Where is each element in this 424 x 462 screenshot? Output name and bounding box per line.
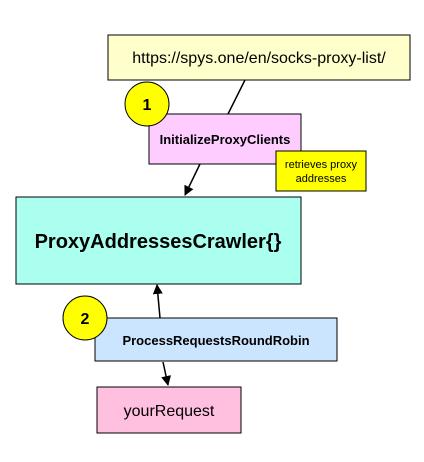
step-1-label: 1: [143, 97, 152, 114]
process-requests-round-robin-box: [94, 317, 338, 362]
step-2-label: 2: [81, 311, 90, 328]
your-request-node: yourRequest: [96, 386, 242, 434]
your-request-label: yourRequest: [124, 403, 215, 420]
proxy-addresses-crawler-node: ProxyAddressesCrawler{}: [15, 196, 302, 285]
url-node: https://spys.one/en/socks-proxy-list/: [107, 34, 411, 81]
url-label: https://spys.one/en/socks-proxy-list/: [132, 50, 386, 67]
step-1-marker: 1: [124, 81, 170, 127]
edge-initialize-to-crawler: [184, 163, 201, 196]
proxy-addresses-crawler-label: ProxyAddressesCrawler{}: [35, 231, 282, 253]
note-box: [275, 150, 367, 192]
connectors: [152, 79, 246, 386]
note-line-2: addresses: [296, 173, 347, 185]
step-2-marker: 2: [62, 295, 108, 341]
edge-url-to-initialize: [227, 79, 246, 115]
step-1-circle: [124, 81, 170, 127]
your-request-box: [96, 386, 242, 434]
note-node: retrieves proxy addresses: [275, 150, 367, 192]
note-line-1: retrieves proxy: [285, 159, 358, 171]
step-2-circle: [62, 295, 108, 341]
proxy-addresses-crawler-box: [15, 196, 302, 285]
initialize-proxy-clients-label: InitializeProxyClients: [160, 132, 291, 147]
url-box: [107, 34, 411, 81]
edge-roundrobin-to-request: [161, 361, 171, 386]
process-requests-round-robin-node: ProcessRequestsRoundRobin: [94, 317, 338, 362]
process-requests-round-robin-label: ProcessRequestsRoundRobin: [122, 333, 309, 348]
edge-roundrobin-to-crawler: [152, 284, 163, 319]
